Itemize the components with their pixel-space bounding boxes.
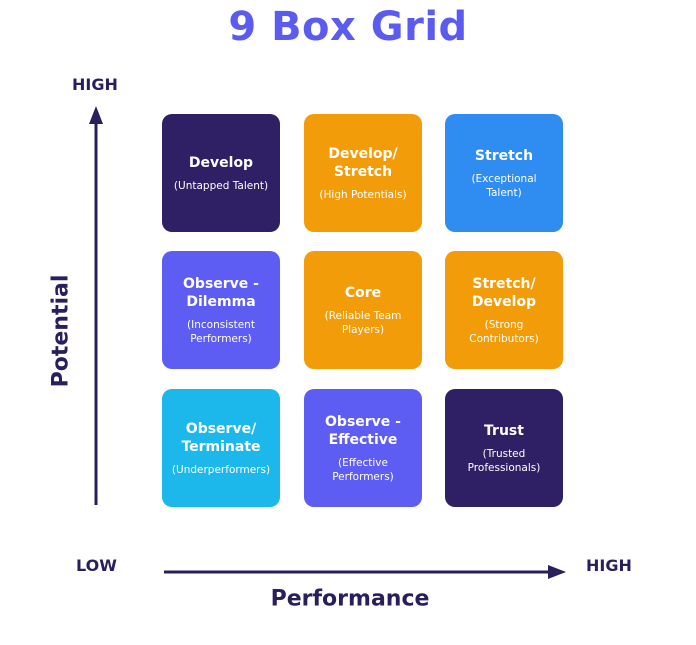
box-subtitle: (Untapped Talent): [173, 179, 269, 192]
box-subtitle: (Effective Performers): [332, 456, 394, 483]
box-title: Observe/ Terminate: [181, 420, 261, 455]
box-stretch-develop: Stretch/ Develop (Strong Contributors): [445, 251, 563, 369]
box-subtitle: (High Potentials): [319, 188, 407, 201]
box-title: Core: [344, 284, 382, 301]
box-develop: Develop (Untapped Talent): [162, 114, 280, 232]
box-title: Observe - Effective: [325, 413, 401, 448]
box-subtitle: (Inconsistent Performers): [187, 318, 255, 345]
y-axis-title: Potential: [48, 274, 74, 388]
box-observe-terminate: Observe/ Terminate (Underperformers): [162, 389, 280, 507]
page-title: 9 Box Grid: [228, 4, 468, 50]
box-core: Core (Reliable Team Players): [304, 251, 422, 369]
x-axis-high-label: HIGH: [586, 556, 632, 575]
box-subtitle: (Trusted Professionals): [467, 447, 541, 474]
box-observe-dilemma: Observe - Dilemma (Inconsistent Performe…: [162, 251, 280, 369]
box-subtitle: (Underperformers): [171, 463, 271, 476]
box-observe-effective: Observe - Effective (Effective Performer…: [304, 389, 422, 507]
box-stretch: Stretch (Exceptional Talent): [445, 114, 563, 232]
box-title: Develop: [188, 154, 254, 171]
box-title: Trust: [484, 422, 524, 439]
box-title: Observe - Dilemma: [183, 275, 259, 310]
box-trust: Trust (Trusted Professionals): [445, 389, 563, 507]
x-axis-arrowhead: [548, 565, 566, 579]
box-title: Stretch/ Develop: [471, 275, 537, 310]
box-subtitle: (Strong Contributors): [469, 318, 539, 345]
y-axis-arrowhead: [89, 106, 103, 124]
y-axis-high-label: HIGH: [72, 75, 118, 94]
box-subtitle: (Exceptional Talent): [471, 172, 537, 199]
box-title: Stretch: [474, 147, 534, 164]
x-axis-title: Performance: [270, 586, 430, 612]
box-title: Develop/ Stretch: [328, 145, 398, 180]
x-axis-low-label: LOW: [76, 556, 117, 575]
box-subtitle: (Reliable Team Players): [324, 309, 402, 336]
box-develop-stretch: Develop/ Stretch (High Potentials): [304, 114, 422, 232]
